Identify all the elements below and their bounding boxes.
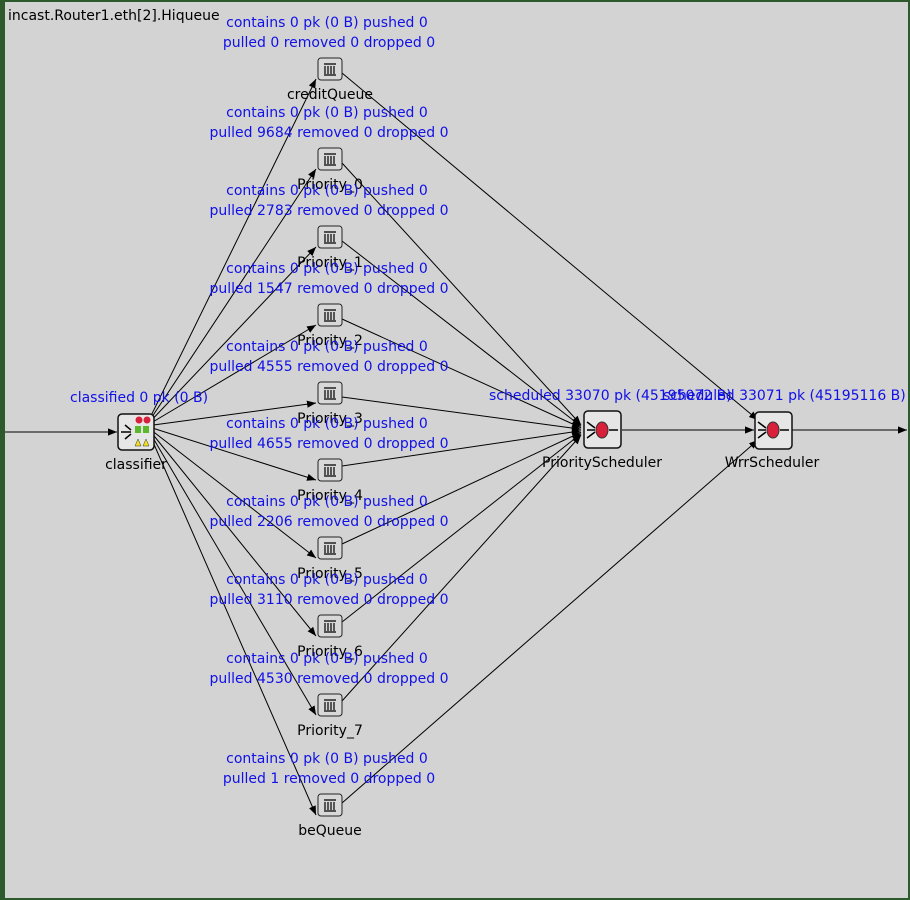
classifier-to-queue-connection (145, 168, 317, 427)
queue-icon (317, 793, 343, 817)
priority-scheduler-label: PriorityScheduler (542, 455, 662, 471)
queue-icon (317, 381, 343, 405)
queue-to-scheduler-connection (341, 428, 582, 467)
queue-stats-line1: contains 0 pk (0 B) pushed 0 (226, 15, 428, 31)
queue-label: Priority_7 (297, 723, 363, 739)
module-path-title: incast.Router1.eth[2].Hiqueue (8, 8, 220, 24)
queue-stats-line2: pulled 2783 removed 0 dropped 0 (210, 203, 449, 219)
queue-icon (317, 225, 343, 249)
queue-icon (317, 458, 343, 482)
classifier-to-queue-connection (145, 425, 317, 816)
queue-module[interactable]: contains 0 pk (0 B) pushed 0 pulled 2783 … (210, 183, 449, 271)
queue-module[interactable]: contains 0 pk (0 B) pushed 0 pulled 4555 … (210, 339, 449, 427)
queue-icon (317, 303, 343, 327)
queue-label: creditQueue (287, 87, 373, 103)
classifier-to-queue-connection (145, 400, 317, 427)
queue-icon (317, 536, 343, 560)
queue-to-wrr-connection (341, 439, 759, 804)
queue-to-wrr-connection (341, 72, 759, 421)
classifier-to-queue-connection (145, 246, 317, 427)
wrr-scheduler-stats: scheduled 33071 pk (45195116 B) (663, 388, 906, 404)
queue-stats-line1: contains 0 pk (0 B) pushed 0 (226, 751, 428, 767)
queue-module[interactable]: contains 0 pk (0 B) pushed 0 pulled 3110 … (210, 572, 449, 660)
queue-to-scheduler-connection (341, 434, 582, 702)
queue-group: contains 0 pk (0 B) pushed 0 pulled 0 rem… (210, 15, 449, 839)
classifier-to-queue-connection (145, 425, 317, 481)
queue-to-scheduler-connection (341, 318, 582, 429)
queue-icon (317, 147, 343, 171)
queue-stats-line2: pulled 4530 removed 0 dropped 0 (210, 671, 449, 687)
queue-label: Priority_1 (297, 255, 363, 271)
queue-module[interactable]: contains 0 pk (0 B) pushed 0 pulled 4655 … (210, 416, 449, 504)
classifier-icon (117, 413, 155, 451)
queue-module[interactable]: contains 0 pk (0 B) pushed 0 pulled 2206 … (210, 494, 449, 582)
queue-label: Priority_0 (297, 177, 363, 193)
queue-stats-line1: contains 0 pk (0 B) pushed 0 (226, 572, 428, 588)
classifier-to-queue-connection (145, 425, 317, 716)
queue-icon (317, 693, 343, 717)
queue-stats-line1: contains 0 pk (0 B) pushed 0 (226, 183, 428, 199)
scheduler-icon (754, 411, 793, 450)
queue-to-scheduler-connection (341, 431, 582, 545)
queue-label: Priority_6 (297, 644, 363, 660)
queue-label: Priority_5 (297, 566, 363, 582)
classifier-to-queue-connection (145, 324, 317, 427)
queue-module[interactable]: contains 0 pk (0 B) pushed 0 pulled 1 rem… (223, 751, 435, 839)
queue-stats-line2: pulled 3110 removed 0 dropped 0 (210, 592, 449, 608)
queue-module[interactable]: contains 0 pk (0 B) pushed 0 pulled 0 rem… (223, 15, 435, 103)
queue-label: Priority_4 (297, 488, 363, 504)
queue-module[interactable]: contains 0 pk (0 B) pushed 0 pulled 1547 … (210, 261, 449, 349)
scheduler-icon (583, 410, 622, 449)
classifier-to-queue-connection (145, 425, 317, 637)
queue-label: beQueue (298, 823, 362, 839)
queue-stats-line1: contains 0 pk (0 B) pushed 0 (226, 339, 428, 355)
queue-label: Priority_2 (297, 333, 363, 349)
priority-scheduler-module[interactable]: PriorityScheduler (542, 410, 662, 471)
queue-stats-line1: contains 0 pk (0 B) pushed 0 (226, 261, 428, 277)
queue-stats-line1: contains 0 pk (0 B) pushed 0 (226, 494, 428, 510)
queue-stats-line1: contains 0 pk (0 B) pushed 0 (226, 651, 428, 667)
queue-stats-line2: pulled 1547 removed 0 dropped 0 (210, 281, 449, 297)
queue-label: Priority_3 (297, 411, 363, 427)
queue-stats-line2: pulled 2206 removed 0 dropped 0 (210, 514, 449, 530)
queue-to-scheduler-connection (341, 240, 582, 427)
wrr-scheduler-label: WrrScheduler (725, 455, 820, 471)
queue-icon (317, 57, 343, 81)
classifier-to-queue-connection (145, 78, 317, 427)
queue-stats-line2: pulled 9684 removed 0 dropped 0 (210, 125, 449, 141)
queue-module[interactable]: contains 0 pk (0 B) pushed 0 pulled 4530 … (210, 651, 449, 739)
queue-stats-line2: pulled 0 removed 0 dropped 0 (223, 35, 435, 51)
queue-to-scheduler-connection (341, 162, 582, 426)
queue-stats-line1: contains 0 pk (0 B) pushed 0 (226, 416, 428, 432)
queue-stats-line2: pulled 4555 removed 0 dropped 0 (210, 359, 449, 375)
queue-stats-line2: pulled 4655 removed 0 dropped 0 (210, 436, 449, 452)
classifier-stats: classified 0 pk (0 B) (70, 390, 208, 406)
queue-icon (317, 614, 343, 638)
classifier-module[interactable]: classified 0 pk (0 B) classifier (70, 390, 208, 473)
wrr-scheduler-module[interactable]: WrrScheduler (725, 411, 820, 471)
connections (5, 72, 907, 816)
queue-stats-line1: contains 0 pk (0 B) pushed 0 (226, 105, 428, 121)
priority-scheduler-stats: scheduled 33070 pk (45195072 B) (489, 388, 732, 404)
queue-to-scheduler-connection (341, 433, 582, 623)
queue-to-scheduler-connection (341, 396, 582, 432)
classifier-label: classifier (105, 457, 167, 473)
queue-stats-line2: pulled 1 removed 0 dropped 0 (223, 771, 435, 787)
queue-module[interactable]: contains 0 pk (0 B) pushed 0 pulled 9684 … (210, 105, 449, 193)
classifier-to-queue-connection (145, 425, 317, 559)
